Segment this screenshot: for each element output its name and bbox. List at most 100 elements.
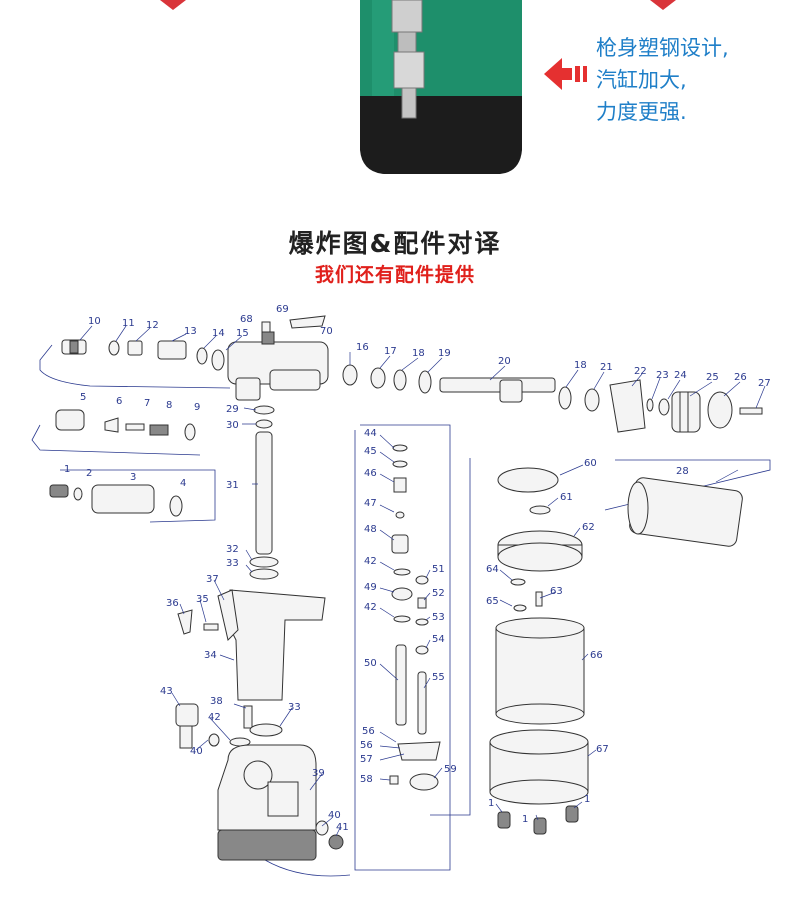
part-51-ring bbox=[415, 575, 429, 585]
corner-badge-left bbox=[160, 0, 186, 10]
red-arrow-icon bbox=[544, 58, 587, 90]
label-64: 64 bbox=[486, 564, 499, 575]
label-56: 56 bbox=[362, 726, 375, 737]
label-29: 29 bbox=[226, 404, 239, 415]
hero-product-area bbox=[0, 0, 790, 200]
part-38-pin bbox=[243, 705, 253, 729]
label-62: 62 bbox=[582, 522, 595, 533]
part-50-stem bbox=[395, 644, 407, 726]
part-30-ring bbox=[255, 419, 273, 429]
part-67-base-ring bbox=[489, 729, 589, 805]
label-42d: 42 bbox=[364, 602, 377, 613]
label-36: 36 bbox=[166, 598, 179, 609]
part-33b-ring bbox=[249, 723, 283, 737]
label-65: 65 bbox=[486, 596, 499, 607]
label-14: 14 bbox=[212, 328, 225, 339]
label-37: 37 bbox=[206, 574, 219, 585]
part-40a-ring bbox=[208, 733, 220, 747]
part-18b-ring bbox=[558, 386, 572, 410]
label-61: 61 bbox=[560, 492, 573, 503]
part-32-ring bbox=[249, 556, 279, 568]
label-43: 43 bbox=[160, 686, 173, 697]
label-12: 12 bbox=[146, 320, 159, 331]
label-13: 13 bbox=[184, 326, 197, 337]
label-54: 54 bbox=[432, 634, 445, 645]
part-33-ring bbox=[249, 568, 279, 580]
part-47-ring bbox=[395, 511, 405, 519]
part-66-cylinder bbox=[495, 617, 585, 725]
label-68: 68 bbox=[240, 314, 253, 325]
label-31: 31 bbox=[226, 480, 239, 491]
label-35: 35 bbox=[196, 594, 209, 605]
label-69: 69 bbox=[276, 304, 289, 315]
feature-callout: 枪身塑钢设计, 汽缸加大, 力度更强. bbox=[596, 32, 729, 128]
label-53: 53 bbox=[432, 612, 445, 623]
part-8-spring bbox=[149, 424, 169, 436]
part-70-trigger-link bbox=[289, 315, 326, 329]
part-49-ring bbox=[391, 587, 413, 601]
label-44: 44 bbox=[364, 428, 377, 439]
label-56b: 56 bbox=[360, 740, 373, 751]
label-1c: 1 bbox=[522, 814, 528, 825]
label-47: 47 bbox=[364, 498, 377, 509]
label-55: 55 bbox=[432, 672, 445, 683]
part-20-piston-rod bbox=[439, 377, 556, 403]
part-27-bolt bbox=[739, 407, 763, 415]
corner-badge-right bbox=[650, 0, 676, 10]
label-59: 59 bbox=[444, 764, 457, 775]
part-61-washer bbox=[529, 505, 551, 515]
label-32: 32 bbox=[226, 544, 239, 555]
part-31-tube bbox=[255, 431, 273, 555]
label-57: 57 bbox=[360, 754, 373, 765]
label-30: 30 bbox=[226, 420, 239, 431]
part-29-ring bbox=[253, 405, 275, 415]
label-60: 60 bbox=[584, 458, 597, 469]
part-43-air-fitting bbox=[175, 703, 199, 749]
label-52: 52 bbox=[432, 588, 445, 599]
part-17-ring bbox=[370, 367, 386, 389]
part-15-ring bbox=[211, 349, 225, 371]
part-9-ring bbox=[184, 423, 196, 441]
label-26: 26 bbox=[734, 372, 747, 383]
part-59-ring bbox=[409, 773, 439, 791]
part-45-ring bbox=[392, 460, 408, 468]
label-21: 21 bbox=[600, 362, 613, 373]
label-2: 2 bbox=[86, 468, 92, 479]
part-53-ring bbox=[415, 618, 429, 626]
label-49: 49 bbox=[364, 582, 377, 593]
label-23: 23 bbox=[656, 370, 669, 381]
label-67: 67 bbox=[596, 744, 609, 755]
label-7: 7 bbox=[144, 398, 150, 409]
label-42: 42 bbox=[208, 712, 221, 723]
part-63-screw bbox=[535, 591, 543, 607]
label-18b: 18 bbox=[574, 360, 587, 371]
foot-1b bbox=[533, 817, 547, 835]
label-41: 41 bbox=[336, 822, 349, 833]
part-36-lever bbox=[177, 609, 193, 635]
part-39-base-body bbox=[217, 744, 317, 861]
part-11-ring bbox=[108, 340, 120, 356]
part-26-disc bbox=[707, 391, 733, 429]
part-58-screw bbox=[389, 775, 399, 785]
label-25: 25 bbox=[706, 372, 719, 383]
part-42c-ring bbox=[393, 568, 411, 576]
part-34-handle bbox=[225, 589, 326, 701]
label-8: 8 bbox=[166, 400, 172, 411]
label-15: 15 bbox=[236, 328, 249, 339]
foot-1c bbox=[565, 805, 579, 823]
part-52-valve bbox=[417, 597, 427, 609]
part-22-cone bbox=[609, 379, 646, 433]
part-19-ring bbox=[418, 370, 432, 394]
part-46-valve bbox=[393, 477, 407, 493]
label-20: 20 bbox=[498, 356, 511, 367]
label-22: 22 bbox=[634, 366, 647, 377]
part-21-ring bbox=[584, 388, 600, 412]
label-58: 58 bbox=[360, 774, 373, 785]
label-17: 17 bbox=[384, 346, 397, 357]
callout-line-1: 枪身塑钢设计, bbox=[596, 36, 729, 60]
label-33: 33 bbox=[226, 558, 239, 569]
label-66: 66 bbox=[590, 650, 603, 661]
callout-line-3: 力度更强. bbox=[596, 100, 687, 124]
part-65-ring bbox=[513, 604, 527, 612]
label-19: 19 bbox=[438, 348, 451, 359]
